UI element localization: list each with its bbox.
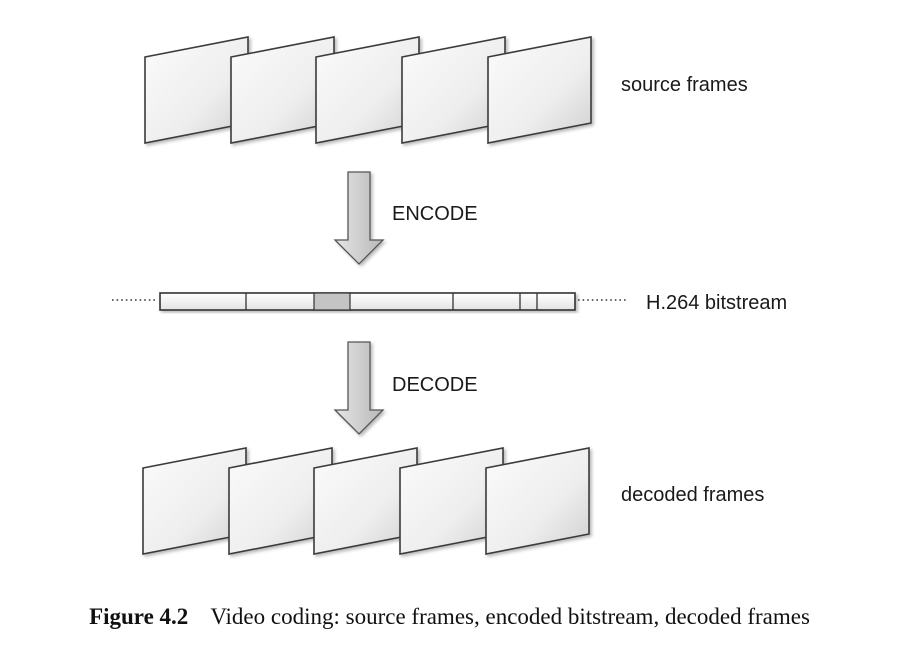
decode-arrow-icon	[333, 341, 385, 435]
source-frames-group	[144, 36, 592, 144]
decoded-frames-label: decoded frames	[621, 484, 764, 506]
bitstream-bar	[159, 292, 576, 311]
source-frames-label: source frames	[621, 74, 748, 96]
decoded-frame	[485, 447, 590, 555]
encode-label: ENCODE	[392, 203, 478, 225]
figure-caption: Figure 4.2 Video coding: source frames, e…	[0, 604, 899, 630]
source-frame	[487, 36, 592, 144]
bitstream	[112, 292, 626, 311]
encode-arrow-icon	[333, 171, 385, 265]
bitstream-label: H.264 bitstream	[646, 292, 787, 314]
figure-number: Figure 4.2	[89, 604, 189, 629]
figure-caption-text: Video coding: source frames, encoded bit…	[210, 604, 810, 629]
decode-label: DECODE	[392, 374, 478, 396]
decoded-frames-group	[142, 447, 590, 555]
bitstream-segment-highlighted	[313, 292, 351, 311]
